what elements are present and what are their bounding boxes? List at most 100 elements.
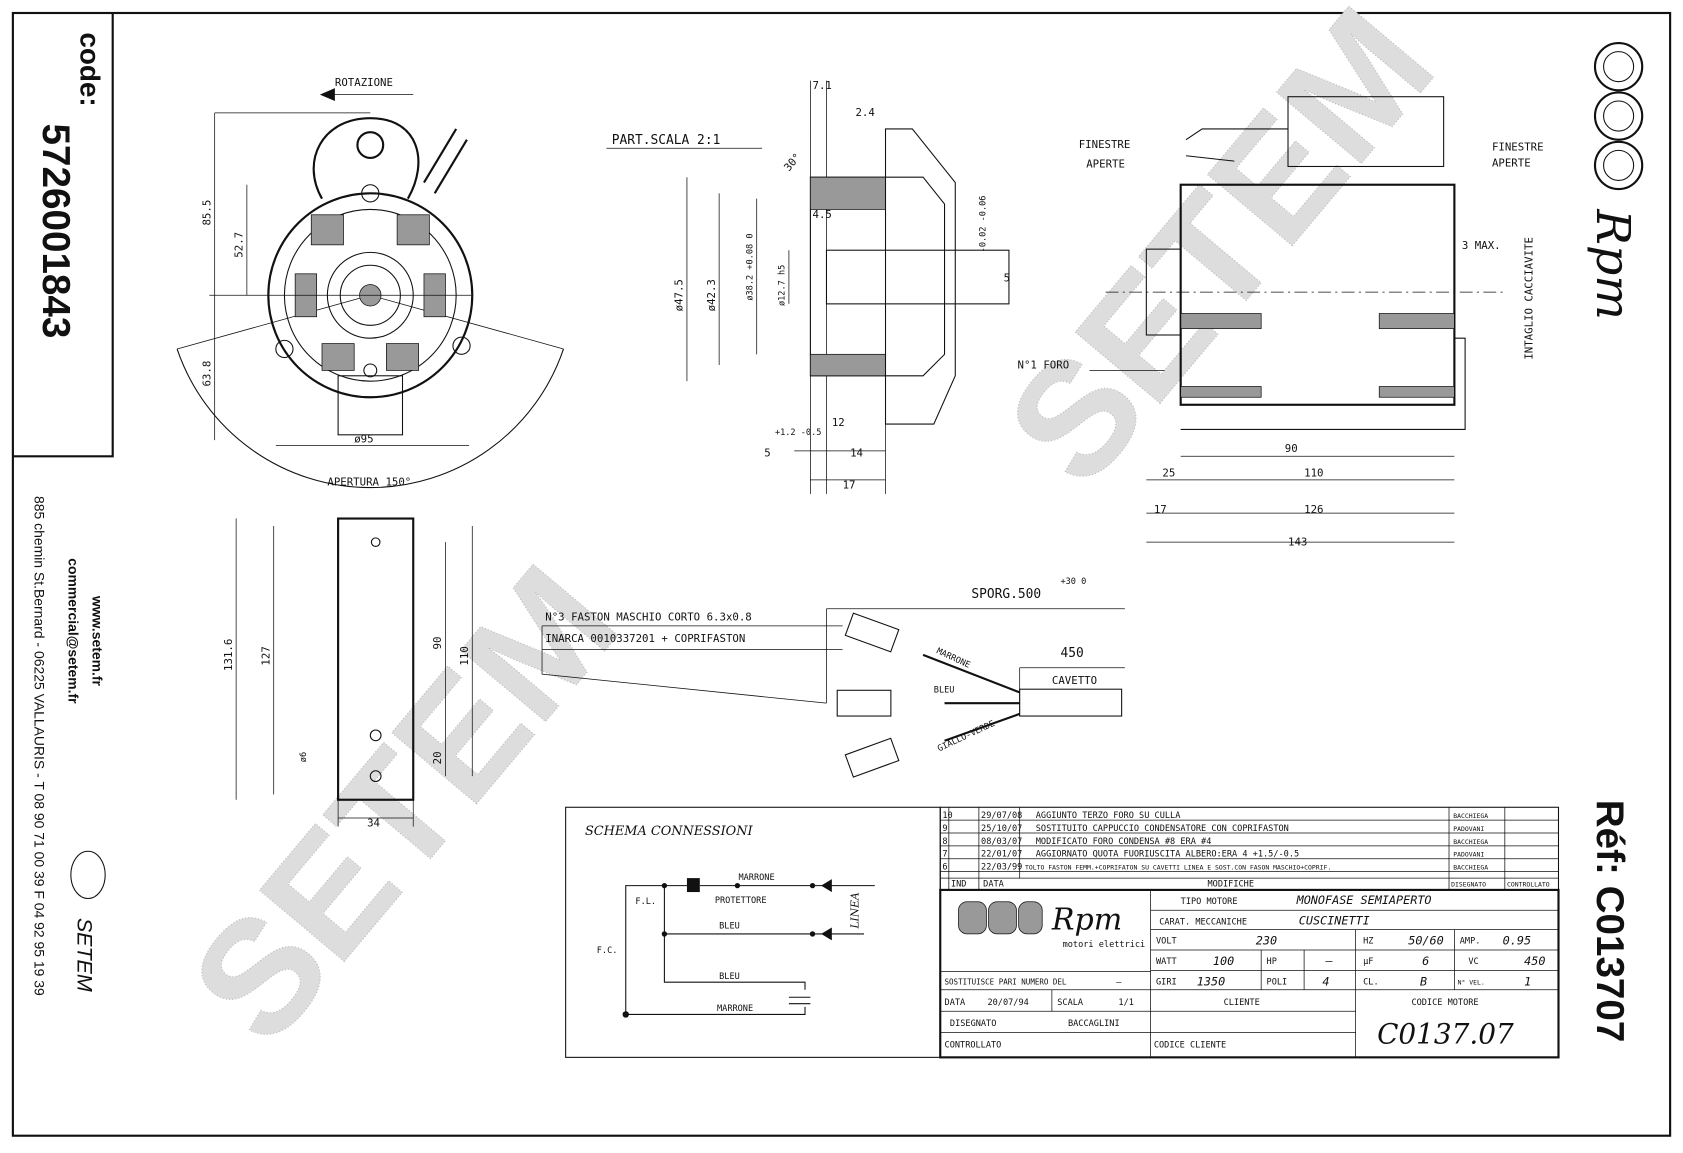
rev-modification: AGGIORNATO QUOTA FUORIUSCITA ALBERO:ERA … [1036,850,1299,860]
schema-bleu-1: BLEU [719,922,740,932]
dim-17-side: 17 [1154,503,1167,516]
scale-label: SCALA [1057,998,1084,1008]
dim-dia-95: ø95 [354,432,373,445]
dim-90: 90 [431,637,444,650]
dim-7-1: 7.1 [813,79,832,92]
rev-drawn: PADOVANI [1453,851,1484,859]
class-label: CL. [1363,977,1379,987]
rev-header-checked: CONTROLLATO [1507,881,1550,889]
rev-header-drawn: DISEGNATO [1451,881,1486,889]
faston-spec: N°3 FASTON MASCHIO CORTO 6.3x0.8 [545,611,752,624]
connection-schematic: SCHEMA CONNESSIONI MARRONE PROTETTORE BL… [565,806,941,1058]
dim-dia-12-7: ø12.7 h5 [778,265,788,306]
schema-linea: LINEA [849,892,862,930]
rev-date: 08/03/07 [981,837,1022,847]
hole-label: N°1 FORO [1018,358,1070,371]
schema-marrone-top: MARRONE [738,873,774,883]
title-logo: Rpm motori elettrici [958,901,1145,950]
dim-20: 20 [431,751,444,764]
watt-value: 100 [1213,954,1234,968]
setem-watermark-2: SETEM [973,0,1467,516]
rpm-brand: Rpm [1585,208,1640,320]
rev-ind: 7 [942,850,947,860]
section-title: PART.SCALA 2:1 [612,133,721,148]
motor-type-label: TIPO MOTORE [1181,897,1238,907]
vc-label: VC [1468,957,1478,967]
reference-code: Réf: C013707 [1588,800,1631,1043]
watt-label: WATT [1156,957,1177,967]
wire-bleu: BLEU [934,685,955,695]
client-code-label: CODICE CLIENTE [1154,1041,1226,1051]
side-view: FINESTRE APERTE FINESTRE APERTE 3 MAX. I… [1018,96,1544,548]
rev-drawn: PADOVANI [1453,825,1484,833]
dim-30-deg: 30° [781,151,803,174]
hp-value: — [1325,954,1333,968]
dim-5-b: 5 [764,446,770,459]
replaces-label: SOSTITUISCE PARI NUMERO DEL [945,977,1067,986]
schema-fl: F.L. [635,897,656,907]
date-label: DATA [945,998,966,1008]
dim-dia-47-5: ø47.5 [673,279,686,311]
poles-value: 4 [1322,974,1329,988]
amp-value: 0.95 [1503,934,1531,948]
amp-label: AMP. [1460,937,1481,947]
dim-17: 17 [843,478,856,491]
windows-label-right: FINESTRE [1492,140,1544,153]
dim-126: 126 [1304,503,1323,516]
schema-protector: PROTETTORE [715,896,767,906]
dim-dia-6: ø6 [299,752,309,762]
dim-4-5: 4.5 [813,208,832,221]
code-number: 5726001843 [34,124,77,339]
uf-label: µF [1363,957,1373,967]
motor-type-value: MONOFASE SEMIAPERTO [1296,893,1432,907]
schema-fc: F.C. [597,946,618,956]
dim-450: 450 [1060,646,1083,661]
cable-label: CAVETTO [1052,674,1097,687]
speeds-value: 1 [1524,974,1531,988]
rpm-logo: Rpm [1585,41,1644,320]
rev-drawn: BACCHIEGA [1453,812,1488,820]
wire-giallo-verde: GIALLO-VERDE [936,719,996,754]
rev-modification: MODIFICATO FORO CONDENSA #8 ERA #4 [1036,837,1212,847]
dim-dia-38-2: ø38.2 +0.08 0 [745,234,755,301]
hp-label: HP [1267,957,1277,967]
opening-angle: APERTURA 150° [327,475,411,488]
schema-marrone-bottom: MARRONE [717,1004,753,1014]
email-link[interactable]: commercial@setem.fr [66,558,82,704]
rev-ind: 8 [942,837,947,847]
setem-brand: SETEM [72,918,96,992]
dim-34: 34 [367,817,380,830]
dim-127: 127 [259,646,272,665]
rev-header-date: DATA [983,880,1004,890]
rev-modification: SOSTITUITO CAPPUCCIO CONDENSATORE CON CO… [1036,824,1289,834]
motor-code-label: CODICE MOTORE [1411,998,1478,1008]
inarca-spec: INARCA 0010337201 + COPRIFASTON [545,632,745,645]
rev-ind: 10 [942,811,952,821]
wire-harness: N°3 FASTON MASCHIO CORTO 6.3x0.8 INARCA … [541,577,1125,778]
title-block: Rpm motori elettrici SOSTITUISCE PARI NU… [939,888,1560,1059]
dim-110: 110 [458,646,471,665]
rev-header-modifications: MODIFICHE [1208,880,1254,890]
dim-14: 14 [850,446,863,459]
dim-143: 143 [1288,535,1307,548]
bottom-view: 131.6 127 90 110 20 ø6 34 [222,517,473,830]
mech-value: CUSCINETTI [1299,913,1370,927]
rotation-label: ROTAZIONE [335,76,393,89]
volt-value: 230 [1256,934,1277,948]
client-label: CLIENTE [1224,998,1260,1008]
dim-25: 25 [1162,467,1175,480]
address: 885 chemin St.Bernard - 06225 VALLAURIS … [31,496,47,996]
dim-2-4: 2.4 [855,106,874,119]
sporg-dim: SPORG.500 [971,587,1041,602]
schema-bleu-2: BLEU [719,972,740,982]
screwdriver-slot-label: INTAGLIO CACCIAVITE [1523,237,1536,360]
checked-label: CONTROLLATO [945,1041,1002,1051]
tolerance-shaft-protrusion: +1.2 -0.5 [775,428,821,438]
website-link[interactable]: www.setem.fr [89,595,105,687]
date-value: 20/07/94 [987,998,1028,1008]
hz-label: HZ [1363,937,1373,947]
hz-value: 50/60 [1408,934,1444,948]
dim-90-side: 90 [1285,442,1298,455]
uf-value: 6 [1422,954,1429,968]
